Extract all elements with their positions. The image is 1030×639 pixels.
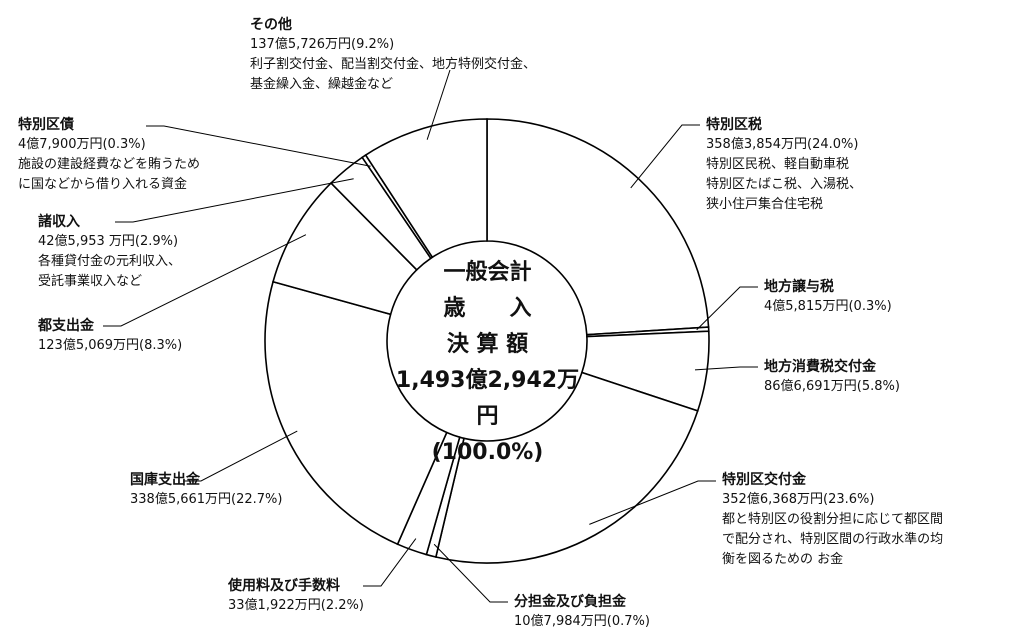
leader-line-5 — [363, 538, 417, 587]
slice-value-7: 123億5,069万円(8.3%) — [38, 338, 183, 353]
slice-desc-10-0: 利子割交付金、配当割交付金、地方特例交付金、 — [250, 57, 537, 72]
slice-value-5: 33億1,922万円(2.2%) — [228, 598, 364, 613]
slice-name-10: その他 — [250, 17, 292, 33]
center-total-amount: 1,493億2,942万円 — [395, 368, 580, 429]
slice-label-5: 使用料及び手数料 33億1,922万円(2.2%) — [228, 576, 364, 616]
slice-label-4: 分担金及び負担金 10億7,984万円(0.7%) — [514, 592, 650, 632]
slice-value-0: 358億3,854万円(24.0%) — [706, 137, 859, 152]
slice-desc-3-1: で配分され、特別区間の行政水準の均 — [722, 532, 944, 547]
slice-label-6: 国庫支出金 338億5,661万円(22.7%) — [130, 470, 282, 510]
center-total-percent: (100.0%) — [431, 440, 544, 465]
slice-value-2: 86億6,691万円(5.8%) — [764, 379, 900, 394]
slice-label-9: 特別区債 4億7,900万円(0.3%) 施設の建設経費などを賄うために国などから借… — [18, 115, 200, 195]
slice-name-9: 特別区債 — [18, 117, 74, 133]
leader-line-1 — [696, 286, 758, 331]
slice-name-7: 都支出金 — [38, 318, 94, 334]
slice-desc-0-2: 狭小住戸集合住宅税 — [706, 197, 824, 212]
slice-label-8: 諸収入 42億5,953 万円(2.9%) 各種貸付金の元利収入、受託事業収入など — [38, 212, 181, 292]
slice-0 — [486, 118, 710, 336]
leader-line-8 — [115, 178, 354, 223]
leader-line-3 — [589, 480, 716, 525]
slice-desc-9-0: 施設の建設経費などを賄うため — [18, 157, 201, 172]
slice-value-8: 42億5,953 万円(2.9%) — [38, 234, 179, 249]
slice-6 — [264, 280, 448, 546]
leader-line-10 — [426, 69, 451, 140]
leader-line-0 — [630, 124, 700, 189]
slice-value-4: 10億7,984万円(0.7%) — [514, 614, 650, 629]
slice-label-1: 地方譲与税 4億5,815万円(0.3%) — [764, 277, 892, 317]
slice-10 — [364, 118, 488, 259]
leader-line-2 — [694, 366, 758, 371]
slice-desc-0-1: 特別区たばこ税、入湯税、 — [706, 177, 863, 192]
slice-name-5: 使用料及び手数料 — [228, 578, 340, 594]
slice-name-4: 分担金及び負担金 — [514, 594, 626, 610]
slice-label-7: 都支出金 123億5,069万円(8.3%) — [38, 316, 182, 356]
slice-desc-3-0: 都と特別区の役割分担に応じて都区間 — [722, 512, 944, 527]
slice-desc-9-1: に国などから借り入れる資金 — [18, 177, 188, 192]
slice-value-9: 4億7,900万円(0.3%) — [18, 137, 146, 152]
slice-value-6: 338億5,661万円(22.7%) — [130, 492, 283, 507]
slice-desc-3-2: 衡を図るための お金 — [722, 552, 844, 567]
center-line-3: 決 算 額 — [446, 332, 529, 357]
slice-name-1: 地方譲与税 — [764, 279, 834, 295]
slice-value-1: 4億5,815万円(0.3%) — [764, 299, 892, 314]
chart-center-total: 一般会計 歳 入 決 算 額 1,493億2,942万円 (100.0%) — [390, 255, 585, 471]
slice-label-3: 特別区交付金 352億6,368万円(23.6%) 都と特別区の役割分担に応じて都区… — [722, 470, 943, 570]
slice-label-0: 特別区税 358億3,854万円(24.0%) 特別区民税、軽自動車税特別区たばこ税… — [706, 115, 862, 215]
center-line-1: 一般会計 — [443, 260, 532, 285]
slice-name-0: 特別区税 — [706, 117, 762, 133]
leader-line-7 — [103, 234, 307, 327]
slice-name-3: 特別区交付金 — [722, 472, 806, 488]
slice-desc-0-0: 特別区民税、軽自動車税 — [706, 157, 850, 172]
slice-name-2: 地方消費税交付金 — [764, 359, 876, 375]
leader-line-6 — [183, 430, 298, 482]
slice-desc-10-1: 基金繰入金、繰越金など — [250, 77, 394, 92]
slice-name-6: 国庫支出金 — [130, 472, 200, 488]
slice-value-3: 352億6,368万円(23.6%) — [722, 492, 875, 507]
center-line-2: 歳 入 — [443, 296, 532, 321]
slice-desc-8-0: 各種貸付金の元利収入、 — [38, 254, 182, 269]
slice-label-10: その他 137億5,726万円(9.2%) 利子割交付金、配当割交付金、地方特例交付… — [250, 15, 536, 95]
slice-3 — [434, 371, 699, 564]
slice-desc-8-1: 受託事業収入など — [38, 274, 143, 289]
leader-line-4 — [433, 543, 508, 603]
slice-name-8: 諸収入 — [38, 214, 80, 230]
slice-value-10: 137億5,726万円(9.2%) — [250, 37, 395, 52]
leader-line-9 — [146, 125, 371, 167]
slice-label-2: 地方消費税交付金 86億6,691万円(5.8%) — [764, 357, 900, 397]
